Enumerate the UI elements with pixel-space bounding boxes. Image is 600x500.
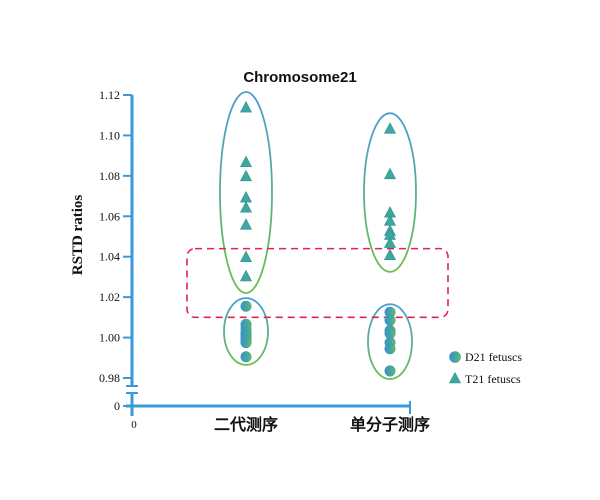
chart-title: Chromosome21 [243,69,356,86]
y-tick-label: 1.08 [99,169,120,183]
x-axis-categories: 二代测序 单分子测序 [214,415,430,434]
circle-point [240,300,252,312]
y-axis-label: RSTD ratios [70,195,86,276]
x-category-label: 单分子测序 [350,415,430,434]
triangle-point [240,201,252,213]
data-points [240,101,396,377]
y-tick-label: 1.12 [99,88,120,102]
group-ellipse [219,91,273,295]
triangle-point [240,250,252,262]
legend-label: D21 fetuscs [465,350,522,364]
triangle-point [449,371,461,384]
triangle-point [240,269,252,282]
circle-point [240,351,252,363]
threshold-box [186,247,449,319]
y-axis-ticks: 1.12 1.10 1.08 1.06 1.04 1.02 1.00 0.98 00 [99,88,137,431]
threshold-rect [186,247,449,319]
triangle-point [240,218,252,230]
triangle-point [384,167,396,180]
y-tick-label: 1.00 [99,331,120,345]
group-ellipses [219,91,417,380]
y-zero-label: 0 [114,399,120,413]
triangle-point [240,190,252,203]
circle-point [240,337,252,349]
group-ellipse [363,112,417,273]
y-tick-label: 1.10 [99,128,120,142]
triangle-point [384,122,396,134]
circle-point [384,314,396,326]
triangle-point [384,236,396,248]
legend-circle-marker [449,351,461,363]
x-zero-label: 0 [131,419,137,431]
triangle-point [240,169,252,182]
x-category-label: 二代测序 [214,415,278,434]
y-tick-label: 1.06 [99,209,120,223]
legend-label: T21 fetuscs [465,372,521,386]
y-tick-label: 0.98 [99,371,120,385]
group-ellipse [367,303,413,380]
circle-point [384,343,396,355]
group-ellipse [223,297,269,366]
triangle-point [240,101,252,113]
triangle-point [240,155,252,167]
circle-point [384,365,396,377]
y-tick-label: 1.02 [99,290,120,304]
triangle-point [384,248,396,260]
y-tick-label: 1.04 [99,250,120,264]
